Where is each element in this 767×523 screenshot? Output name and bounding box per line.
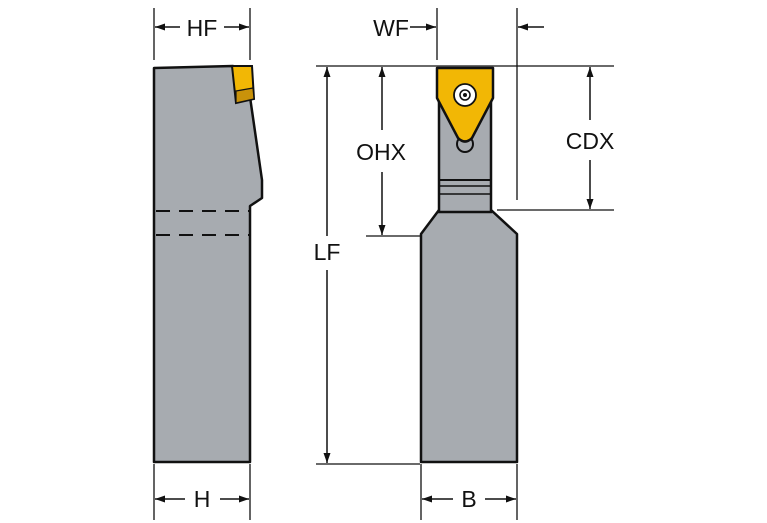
torx-screw-icon	[453, 83, 477, 107]
side-view-insert	[230, 65, 256, 105]
side-view: HF H	[152, 8, 264, 520]
wf-label: WF	[373, 15, 409, 41]
ohx-label: OHX	[356, 139, 406, 165]
h-label: H	[194, 486, 211, 512]
lf-label: LF	[314, 239, 341, 265]
top-view-shank	[419, 208, 519, 464]
ohx-dimension: OHX	[356, 67, 406, 235]
b-dimension: B	[420, 464, 518, 520]
cdx-dimension: CDX	[566, 67, 615, 209]
cdx-label: CDX	[566, 128, 615, 154]
hf-dimension: HF	[153, 8, 251, 60]
top-view: WF OHX CDX LF B	[314, 8, 615, 520]
h-dimension: H	[153, 464, 251, 520]
lf-dimension: LF	[314, 67, 341, 463]
wf-dimension: WF	[373, 8, 544, 200]
side-view-body	[152, 64, 264, 464]
b-label: B	[461, 486, 476, 512]
hf-label: HF	[187, 15, 218, 41]
